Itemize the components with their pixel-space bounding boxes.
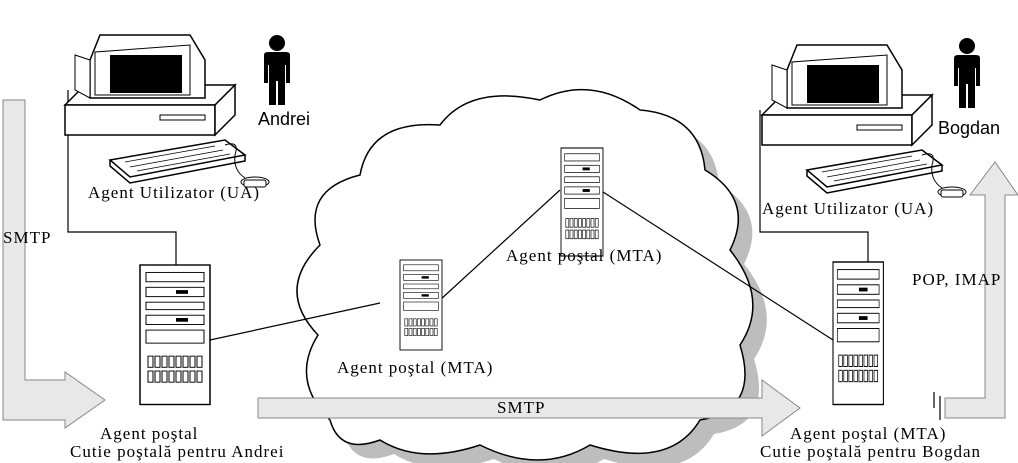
- smtp-center-arrow: [257, 379, 801, 437]
- person-bogdan-icon: [954, 38, 980, 108]
- ua-right-label: Agent Utilizator (UA): [762, 199, 935, 218]
- workstation-andrei-icon: [64, 34, 270, 188]
- person-andrei-icon: [264, 35, 290, 105]
- pop-imap-label: POP, IMAP: [912, 270, 1002, 289]
- internet-cloud: [296, 88, 754, 461]
- server-cloud-mid-icon: [399, 259, 443, 351]
- sender-name: Andrei: [258, 109, 311, 129]
- server-cloud-top-icon: [560, 147, 604, 257]
- right-server-label-2: Cutie poştală pentru Bogdan: [760, 442, 982, 461]
- server-left-icon: [139, 264, 211, 406]
- mta-top-label: Agent poştal (MTA): [506, 246, 663, 265]
- mta-mid-label: Agent poştal (MTA): [337, 358, 494, 377]
- smtp-left-arrow: [2, 99, 106, 429]
- right-server-label-1: Agent poştal (MTA): [790, 424, 947, 443]
- left-server-label-2: Cutie poştală pentru Andrei: [70, 442, 285, 461]
- left-server-label-1: Agent poştal: [100, 424, 199, 443]
- workstation-bogdan-icon: [761, 44, 967, 198]
- ua-left-label: Agent Utilizator (UA): [88, 183, 261, 202]
- smtp-center-label: SMTP: [497, 398, 546, 417]
- smtp-left-label: SMTP: [3, 228, 52, 247]
- server-right-icon: [832, 261, 885, 406]
- pop-imap-arrow: [944, 161, 1018, 419]
- receiver-name: Bogdan: [938, 118, 1001, 138]
- network-links: [67, 90, 869, 341]
